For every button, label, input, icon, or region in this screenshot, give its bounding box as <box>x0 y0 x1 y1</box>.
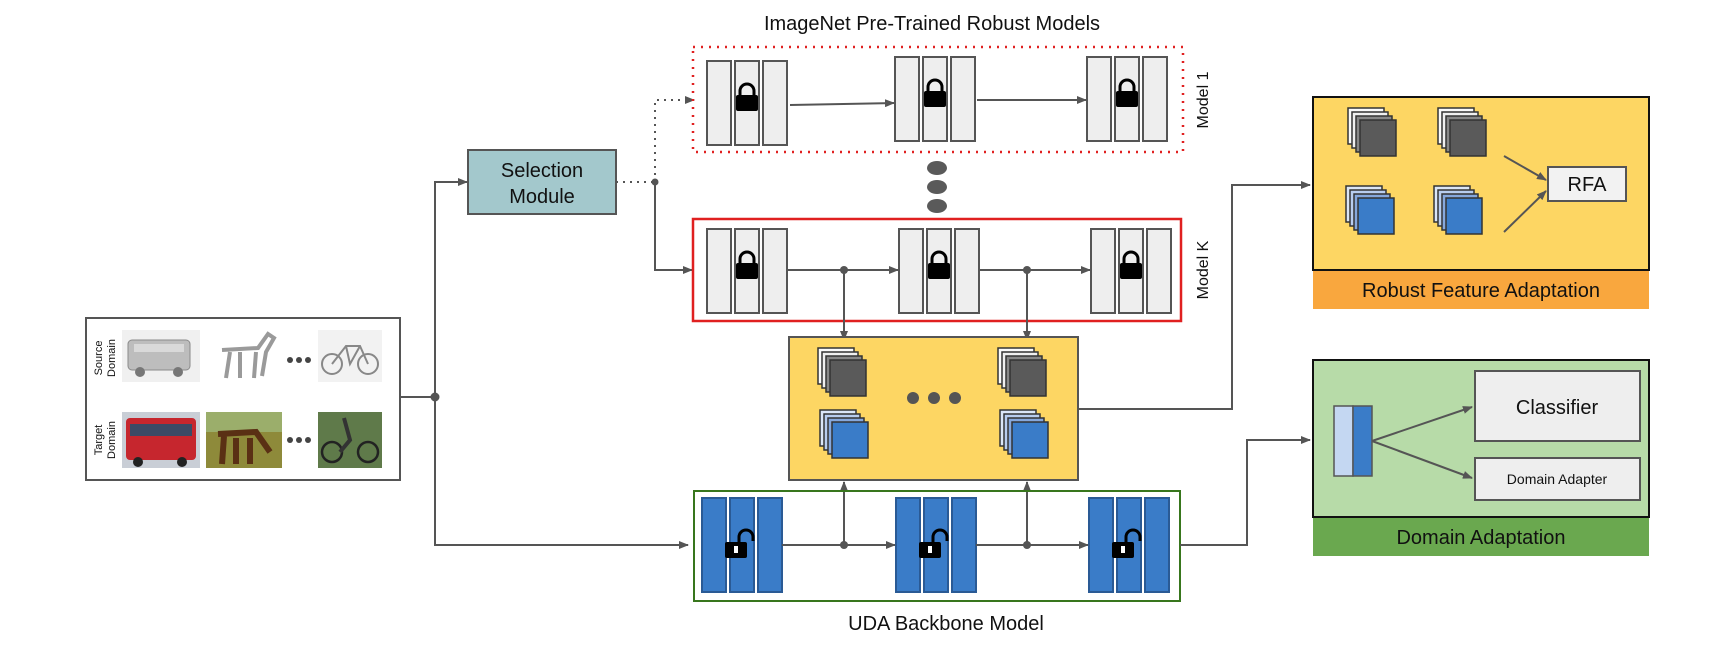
source-ellipsis <box>287 357 311 363</box>
uda-backbone-container <box>693 490 1181 602</box>
selection-module-line1: Selection <box>501 160 583 182</box>
feature-taps <box>840 270 1031 545</box>
classifier-label: Classifier <box>1516 397 1599 419</box>
selection-module: Selection Module <box>467 149 617 215</box>
model-k-label: Model K <box>1195 240 1212 299</box>
model-k-block-1 <box>706 228 788 314</box>
model-1-label: Model 1 <box>1195 71 1212 128</box>
selection-connectors <box>616 96 695 274</box>
source-domain-label-1: Source <box>93 341 105 376</box>
rfa-panel: RFA <box>1312 96 1650 271</box>
backbone-block-1 <box>701 497 783 593</box>
source-bus-image <box>122 330 200 382</box>
rfa-box-label: RFA <box>1568 174 1608 196</box>
model-k-container: Model K <box>691 217 1212 323</box>
feature-panel <box>788 336 1079 481</box>
model-1-container: Model 1 <box>691 45 1212 154</box>
feature-ellipsis <box>907 392 961 404</box>
backbone-block-3 <box>1088 497 1170 593</box>
classifier-box: Classifier <box>1474 370 1641 442</box>
selection-module-line2: Module <box>509 186 575 208</box>
rfa-caption: Robust Feature Adaptation <box>1362 280 1600 302</box>
target-horse-image <box>206 412 282 468</box>
models-ellipsis <box>927 161 947 213</box>
target-bicycle-image <box>318 412 382 468</box>
model-k-block-2 <box>898 228 980 314</box>
backbone-block-2 <box>895 497 977 593</box>
input-domains-box: Source Domain Target Domain <box>85 317 401 481</box>
rfa-box: RFA <box>1547 166 1627 202</box>
uda-backbone-label: UDA Backbone Model <box>848 613 1044 635</box>
source-horse-image <box>206 330 282 382</box>
target-ellipsis <box>287 437 311 443</box>
da-caption: Domain Adaptation <box>1396 527 1565 549</box>
input-connectors <box>400 178 689 549</box>
model-1-block-1 <box>706 60 788 146</box>
model-k-block-3 <box>1090 228 1172 314</box>
da-caption-bar: Domain Adaptation <box>1313 518 1649 556</box>
domain-adapter-box: Domain Adapter <box>1474 457 1641 501</box>
model-1-block-2 <box>894 56 976 142</box>
target-bus-image <box>122 412 200 468</box>
da-feature-block <box>1333 405 1373 477</box>
model-1-block-3 <box>1086 56 1168 142</box>
target-domain-label-2: Domain <box>106 421 118 459</box>
diagram-title: ImageNet Pre-Trained Robust Models <box>764 13 1100 35</box>
target-domain-label-1: Target <box>93 425 105 456</box>
da-panel: Classifier Domain Adapter <box>1312 359 1650 518</box>
domain-adapter-label: Domain Adapter <box>1507 471 1608 487</box>
rfa-caption-bar: Robust Feature Adaptation <box>1313 271 1649 309</box>
source-domain-label-2: Domain <box>106 339 118 377</box>
feature-to-rfa-connector <box>1078 181 1311 410</box>
backbone-to-da-connector <box>1180 436 1311 546</box>
source-bicycle-image <box>318 330 382 382</box>
